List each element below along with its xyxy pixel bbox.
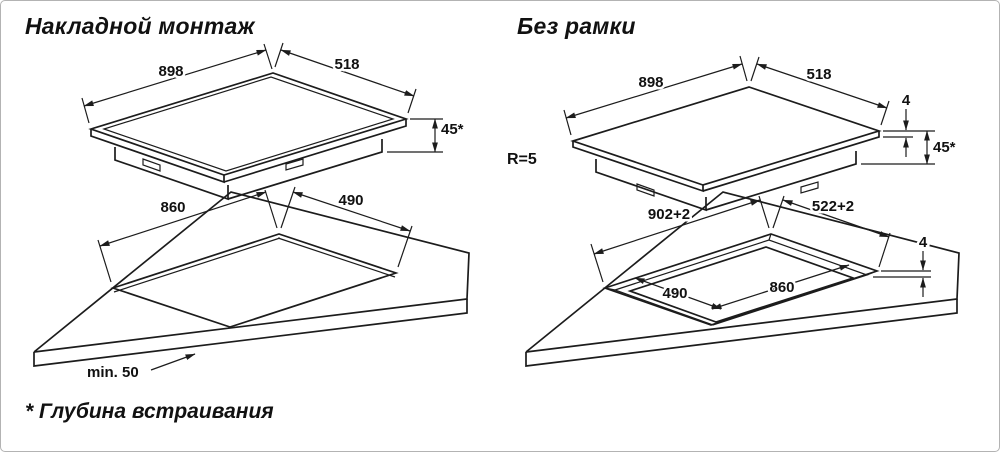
min-front-distance-label: min. 50 bbox=[87, 364, 139, 381]
hob-slab-edges bbox=[90, 119, 407, 184]
dim-inner-depth-label: 490 bbox=[662, 285, 687, 302]
corner-radius-label: R=5 bbox=[507, 151, 537, 168]
dim-rebate-depth-label: 4 bbox=[919, 234, 928, 251]
dim-cutout-width-label: 902+2 bbox=[648, 206, 690, 223]
frameless-title: Без рамки bbox=[517, 13, 636, 39]
dim-glass-thickness-label: 4 bbox=[902, 92, 911, 109]
dim-build-in-depth-label: 45* bbox=[933, 139, 956, 156]
cutout-inner-wall bbox=[113, 237, 396, 293]
build-in-depth-footnote: * Глубина встраивания bbox=[25, 400, 274, 423]
hob-frame-inner-edge bbox=[102, 76, 395, 172]
dim-depth-label: 518 bbox=[334, 56, 359, 73]
rating-label-plates bbox=[142, 158, 304, 172]
frameless-hob-view: R=5 898 518 4 45* bbox=[507, 55, 958, 212]
dim-cutout-depth-label: 522+2 bbox=[812, 198, 854, 215]
rebate-ledge bbox=[613, 239, 869, 326]
hob-glass-edges bbox=[572, 131, 880, 193]
dim-inner-width-label: 860 bbox=[769, 279, 794, 296]
dim-build-in-depth-label: 45* bbox=[441, 121, 464, 138]
dim-depth-label: 518 bbox=[806, 66, 831, 83]
worktop-surface bbox=[525, 191, 960, 353]
min-distance-arrow bbox=[150, 353, 196, 371]
frameless-cutout-view: 902+2 522+2 4 490 860 bbox=[525, 191, 960, 367]
surface-mount-title: Накладной монтаж bbox=[25, 13, 255, 39]
dim-cutout-width-label: 860 bbox=[160, 199, 185, 216]
worktop-front-edge bbox=[525, 299, 958, 367]
cutout-opening bbox=[110, 233, 399, 328]
rating-label-plates bbox=[636, 181, 819, 197]
worktop-surface bbox=[33, 191, 470, 353]
cutout-opening bbox=[627, 246, 856, 323]
dim-width-label: 898 bbox=[158, 63, 183, 80]
worktop-front-edge bbox=[33, 299, 468, 367]
rebate-wall-lines bbox=[604, 233, 878, 291]
dim-width-label: 898 bbox=[638, 74, 663, 91]
dim-cutout-depth-label: 490 bbox=[338, 192, 363, 209]
surface-mount-cutout-view: 860 490 min. 50 bbox=[33, 186, 470, 384]
surface-mount-hob-view: 898 518 45* bbox=[81, 42, 466, 201]
